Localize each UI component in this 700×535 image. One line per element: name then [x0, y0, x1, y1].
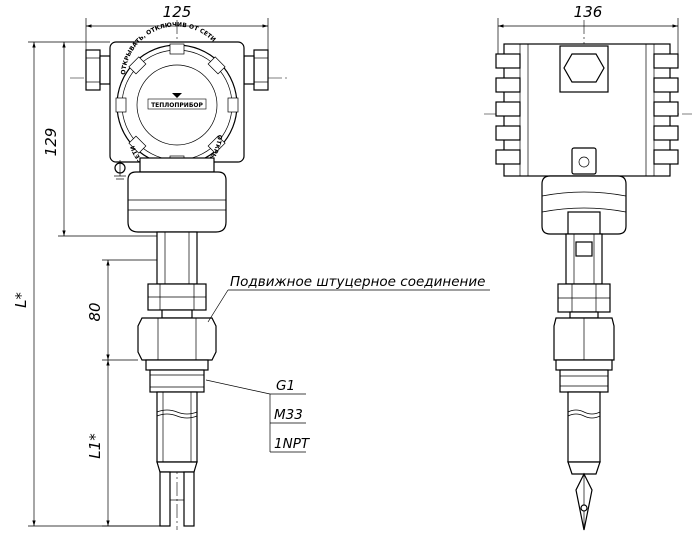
side-cable-gland [559, 45, 609, 93]
svg-text:129: 129 [42, 128, 60, 157]
svg-text:136: 136 [574, 3, 603, 21]
svg-text:125: 125 [163, 3, 192, 21]
svg-text:80: 80 [86, 302, 104, 321]
dimension-head-height: 129 [42, 42, 157, 237]
left-cable-gland [85, 49, 111, 91]
side-view: 136 [484, 3, 692, 531]
fitting-label: Подвижное штуцерное соединение [230, 274, 485, 290]
thread-m33: M33 [274, 407, 303, 423]
hex-body [137, 317, 217, 361]
brand-label: ТЕПЛОПРИБОР [151, 102, 203, 109]
ground-terminal-icon [114, 160, 126, 180]
upper-tube [156, 231, 198, 285]
side-tube-window [575, 241, 593, 257]
threaded-connection [145, 359, 209, 393]
thread-callout: G1 M33 1NPT [205, 378, 311, 453]
side-adapter-block [541, 175, 627, 235]
brand-logo-icon [172, 93, 182, 98]
dimension-width-side: 136 [497, 3, 679, 54]
side-ground-screw [571, 147, 597, 175]
side-upper-nut [557, 283, 611, 313]
tuning-fork [159, 471, 195, 527]
side-threaded-connection [555, 359, 613, 393]
front-view: ОТКРЫВАТЬ, ОТКЛЮЧИВ ОТ СЕТИ ОТКРЫВАТЬ, О… [12, 3, 490, 530]
dimension-width-front: 125 [85, 3, 269, 50]
thread-g1: G1 [276, 378, 295, 394]
side-adapter-inner [567, 211, 601, 235]
probe-rod [156, 391, 198, 473]
side-hex-body [553, 317, 615, 361]
dimension-fitting-height: 80 [86, 259, 157, 361]
svg-text:L1*: L1* [86, 433, 104, 459]
svg-text:L*: L* [12, 292, 30, 308]
right-cable-gland [243, 49, 269, 91]
dimension-total-length: L* [12, 41, 160, 527]
dimension-probe-length: L1* [86, 360, 160, 527]
nut-spacer [161, 309, 193, 319]
side-cover-teeth-right [645, 44, 679, 176]
side-probe-rod [567, 391, 601, 475]
housing-neck [139, 157, 215, 173]
thread-1npt: 1NPT [274, 436, 311, 452]
adapter-block [127, 171, 227, 233]
side-nut-spacer [569, 311, 599, 319]
side-tuning-fork [575, 472, 593, 531]
upper-nut [147, 283, 207, 311]
side-cover-teeth-left [495, 44, 529, 176]
fitting-callout: Подвижное штуцерное соединение [207, 274, 490, 323]
